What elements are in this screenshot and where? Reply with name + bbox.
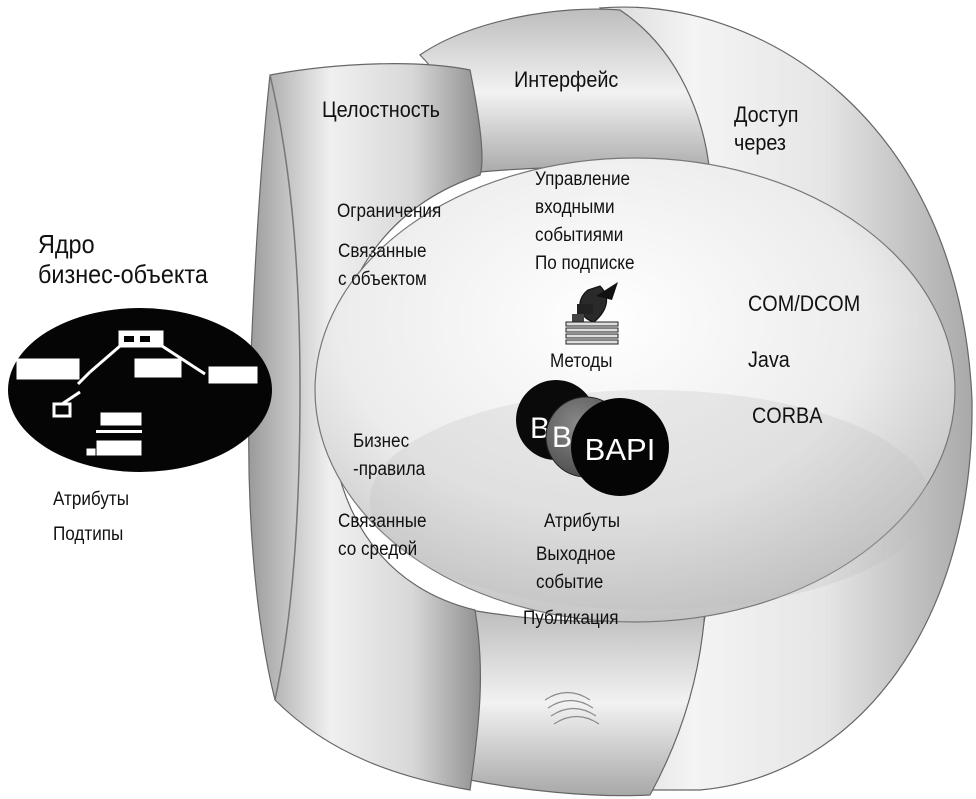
integrity-rules-line1: Бизнес — [353, 431, 410, 452]
interface-methods: Методы — [550, 351, 613, 372]
layer-integrity: Целостность — [322, 97, 440, 122]
interface-attributes: Атрибуты — [544, 511, 621, 532]
core-attr-attributes: Атрибуты — [53, 489, 130, 510]
interface-publication: Публикация — [523, 608, 619, 629]
integrity-constraints: Ограничения — [337, 201, 442, 222]
core-ellipse — [8, 308, 272, 472]
bapi-coin-1-label: B — [530, 412, 550, 445]
integrity-obj-related-line1: Связанные — [338, 241, 427, 262]
access-java: Java — [748, 347, 790, 372]
bapi-coin-3 — [571, 398, 669, 496]
core-schematic — [16, 330, 258, 456]
core-title-line2: бизнес-объекта — [38, 259, 208, 289]
bapi-coin-3-label: BAPI — [585, 432, 656, 467]
interface-in-events-line2: входными — [535, 197, 615, 218]
integrity-rules-line2: -правила — [353, 459, 426, 480]
bapi-coin-2-label: B — [552, 421, 572, 454]
integrity-obj-related-line2: с объектом — [338, 269, 427, 290]
integrity-env-related-line1: Связанные — [338, 511, 427, 532]
access-corba: CORBA — [752, 403, 823, 428]
layer-access-line2: через — [734, 130, 787, 155]
interface-in-events-line1: Управление — [535, 169, 631, 190]
satellite-dish-icon — [565, 282, 619, 345]
interface-subscription: По подписке — [535, 253, 635, 274]
layer-access-line1: Доступ — [734, 102, 799, 127]
band-stripes — [544, 691, 600, 725]
core-title-line1: Ядро — [38, 229, 95, 259]
bapi-coins: B B BAPI — [516, 380, 669, 496]
interface-disc — [314, 157, 956, 623]
interface-out-event-line2: событие — [536, 572, 604, 593]
core-attr-subtypes: Подтипы — [53, 524, 124, 545]
integrity-env-related-line2: со средой — [338, 539, 418, 560]
disc-shadow — [370, 390, 930, 610]
interface-in-events-line3: событиями — [535, 225, 624, 246]
integrity-band-edge — [269, 74, 301, 701]
integrity-band — [248, 63, 483, 791]
access-com-dcom: COM/DCOM — [748, 291, 861, 316]
interface-out-event-line1: Выходное — [536, 544, 616, 565]
layer-interface: Интерфейс — [514, 67, 619, 92]
